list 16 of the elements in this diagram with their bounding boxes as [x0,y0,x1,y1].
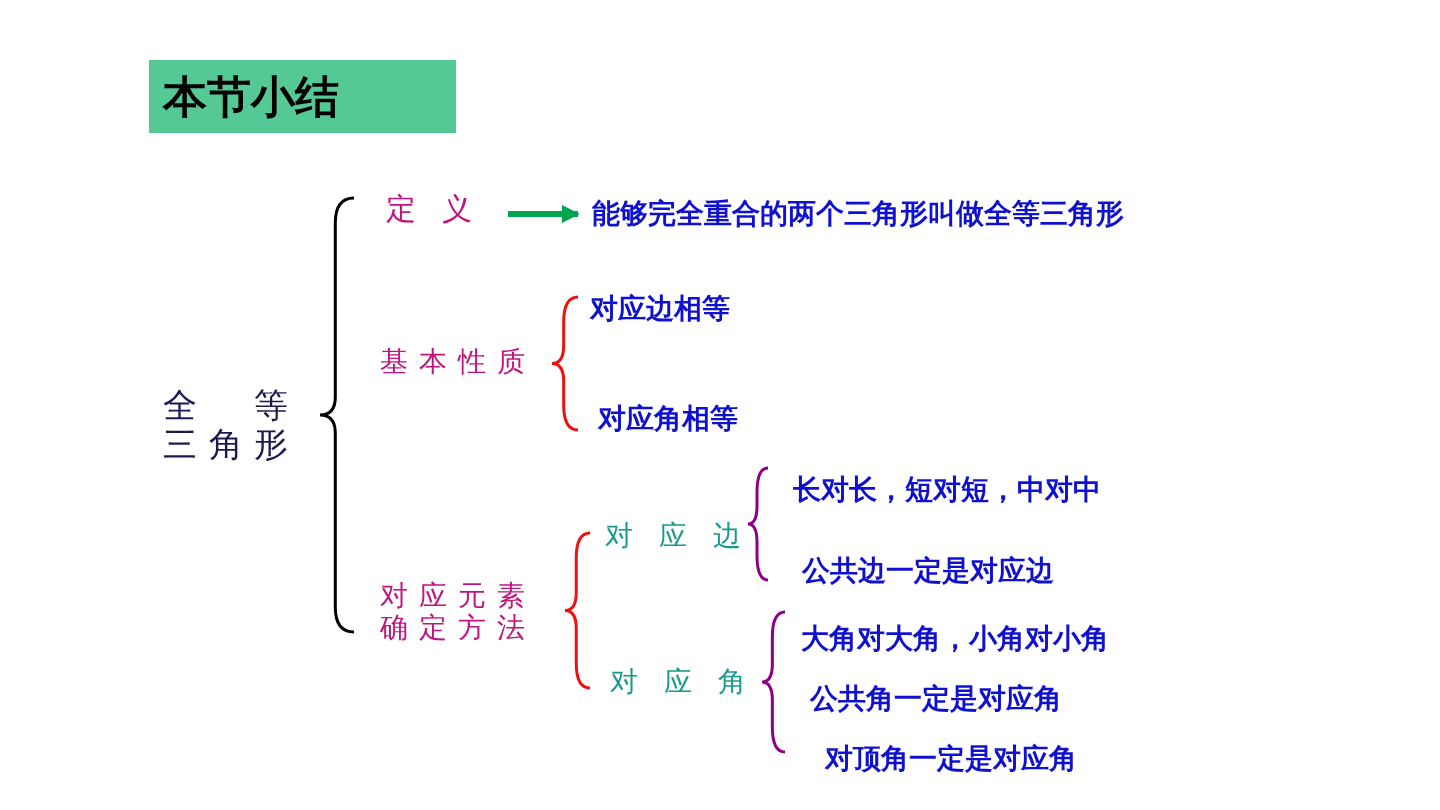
arrow [508,205,580,223]
rule-text: 对顶角一定是对应角 [825,743,1077,776]
term-label: 定义 [386,192,498,227]
definition-text: 能够完全重合的两个三角形叫做全等三角形 [592,198,1124,231]
subcategory-label: 对应角 [610,666,772,699]
topic-label: 全等三角形 [163,386,288,465]
category-label: 对应元素确定方法 [380,580,537,645]
title-banner: 本节小结 [149,60,456,133]
rule-text: 长对长，短对短，中对中 [793,474,1101,507]
category-label: 基本性质 [380,346,536,379]
property-text: 对应边相等 [590,293,730,326]
rule-text: 公共角一定是对应角 [810,683,1062,716]
property-text: 对应角相等 [598,403,738,436]
rule-text: 公共边一定是对应边 [802,555,1054,588]
subcategory-label: 对应边 [605,520,767,553]
rule-text: 大角对大角，小角对小角 [801,623,1109,656]
